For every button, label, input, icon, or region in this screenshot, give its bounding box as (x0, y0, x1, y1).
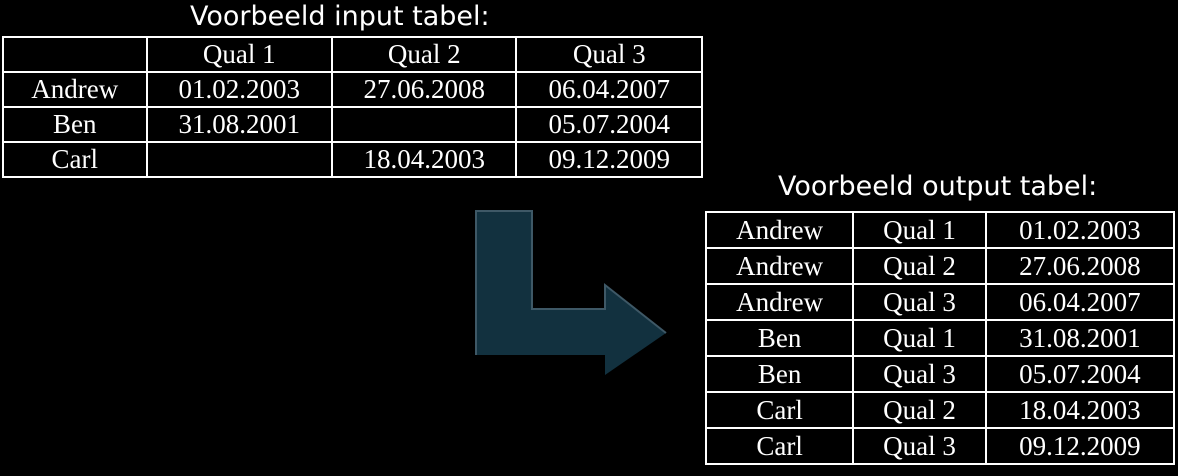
output-qual-cell: Qual 2 (852, 247, 987, 285)
output-name-cell: Carl (704, 391, 855, 429)
output-table-row: Carl Qual 3 09.12.2009 (704, 427, 1176, 465)
output-name-cell: Andrew (704, 211, 855, 249)
output-table-row: Ben Qual 3 05.07.2004 (704, 355, 1176, 393)
bent-arrow-icon (475, 210, 667, 375)
output-qual-cell: Qual 2 (852, 391, 987, 429)
input-date-cell: 01.02.2003 (145, 71, 334, 108)
output-table-row: Carl Qual 2 18.04.2003 (704, 391, 1176, 429)
output-name-cell: Andrew (704, 247, 855, 285)
input-header-cell (2, 36, 148, 73)
output-date-cell: 01.02.2003 (984, 211, 1176, 249)
output-table-row: Andrew Qual 3 06.04.2007 (704, 283, 1176, 321)
output-name-cell: Andrew (704, 283, 855, 321)
output-table-row: Andrew Qual 2 27.06.2008 (704, 247, 1176, 285)
output-qual-cell: Qual 1 (852, 319, 987, 357)
input-name-cell: Ben (2, 106, 148, 143)
input-table-row: Ben 31.08.2001 05.07.2004 (2, 106, 703, 143)
output-qual-cell: Qual 3 (852, 427, 987, 465)
output-table: Andrew Qual 1 01.02.2003 Andrew Qual 2 2… (704, 211, 1176, 465)
input-header-cell: Qual 2 (330, 36, 518, 73)
output-table-title: Voorbeeld output tabel: (778, 171, 1098, 202)
output-table-row: Ben Qual 1 31.08.2001 (704, 319, 1176, 357)
input-date-cell (330, 106, 518, 143)
input-name-cell: Andrew (2, 71, 148, 108)
input-table: Qual 1 Qual 2 Qual 3 Andrew 01.02.2003 2… (2, 36, 703, 178)
output-qual-cell: Qual 3 (852, 355, 987, 393)
output-name-cell: Carl (704, 427, 855, 465)
input-date-cell (145, 141, 334, 178)
input-table-row: Carl 18.04.2003 09.12.2009 (2, 141, 703, 178)
output-date-cell: 06.04.2007 (984, 283, 1176, 321)
input-date-cell: 27.06.2008 (330, 71, 518, 108)
bent-arrow-shape (476, 211, 666, 375)
output-date-cell: 27.06.2008 (984, 247, 1176, 285)
output-name-cell: Ben (704, 355, 855, 393)
output-table-row: Andrew Qual 1 01.02.2003 (704, 211, 1176, 249)
input-date-cell: 05.07.2004 (515, 106, 703, 143)
input-date-cell: 31.08.2001 (145, 106, 334, 143)
input-header-cell: Qual 1 (145, 36, 334, 73)
output-date-cell: 05.07.2004 (984, 355, 1176, 393)
output-date-cell: 31.08.2001 (984, 319, 1176, 357)
output-qual-cell: Qual 1 (852, 211, 987, 249)
input-date-cell: 18.04.2003 (330, 141, 518, 178)
input-name-cell: Carl (2, 141, 148, 178)
output-date-cell: 18.04.2003 (984, 391, 1176, 429)
output-name-cell: Ben (704, 319, 855, 357)
output-date-cell: 09.12.2009 (984, 427, 1176, 465)
bent-arrow-highlight (475, 210, 667, 355)
input-header-cell: Qual 3 (515, 36, 703, 73)
input-date-cell: 06.04.2007 (515, 71, 703, 108)
input-table-row: Andrew 01.02.2003 27.06.2008 06.04.2007 (2, 71, 703, 108)
input-header-row: Qual 1 Qual 2 Qual 3 (2, 36, 703, 73)
input-table-title: Voorbeeld input tabel: (190, 1, 490, 32)
output-qual-cell: Qual 3 (852, 283, 987, 321)
input-date-cell: 09.12.2009 (515, 141, 703, 178)
